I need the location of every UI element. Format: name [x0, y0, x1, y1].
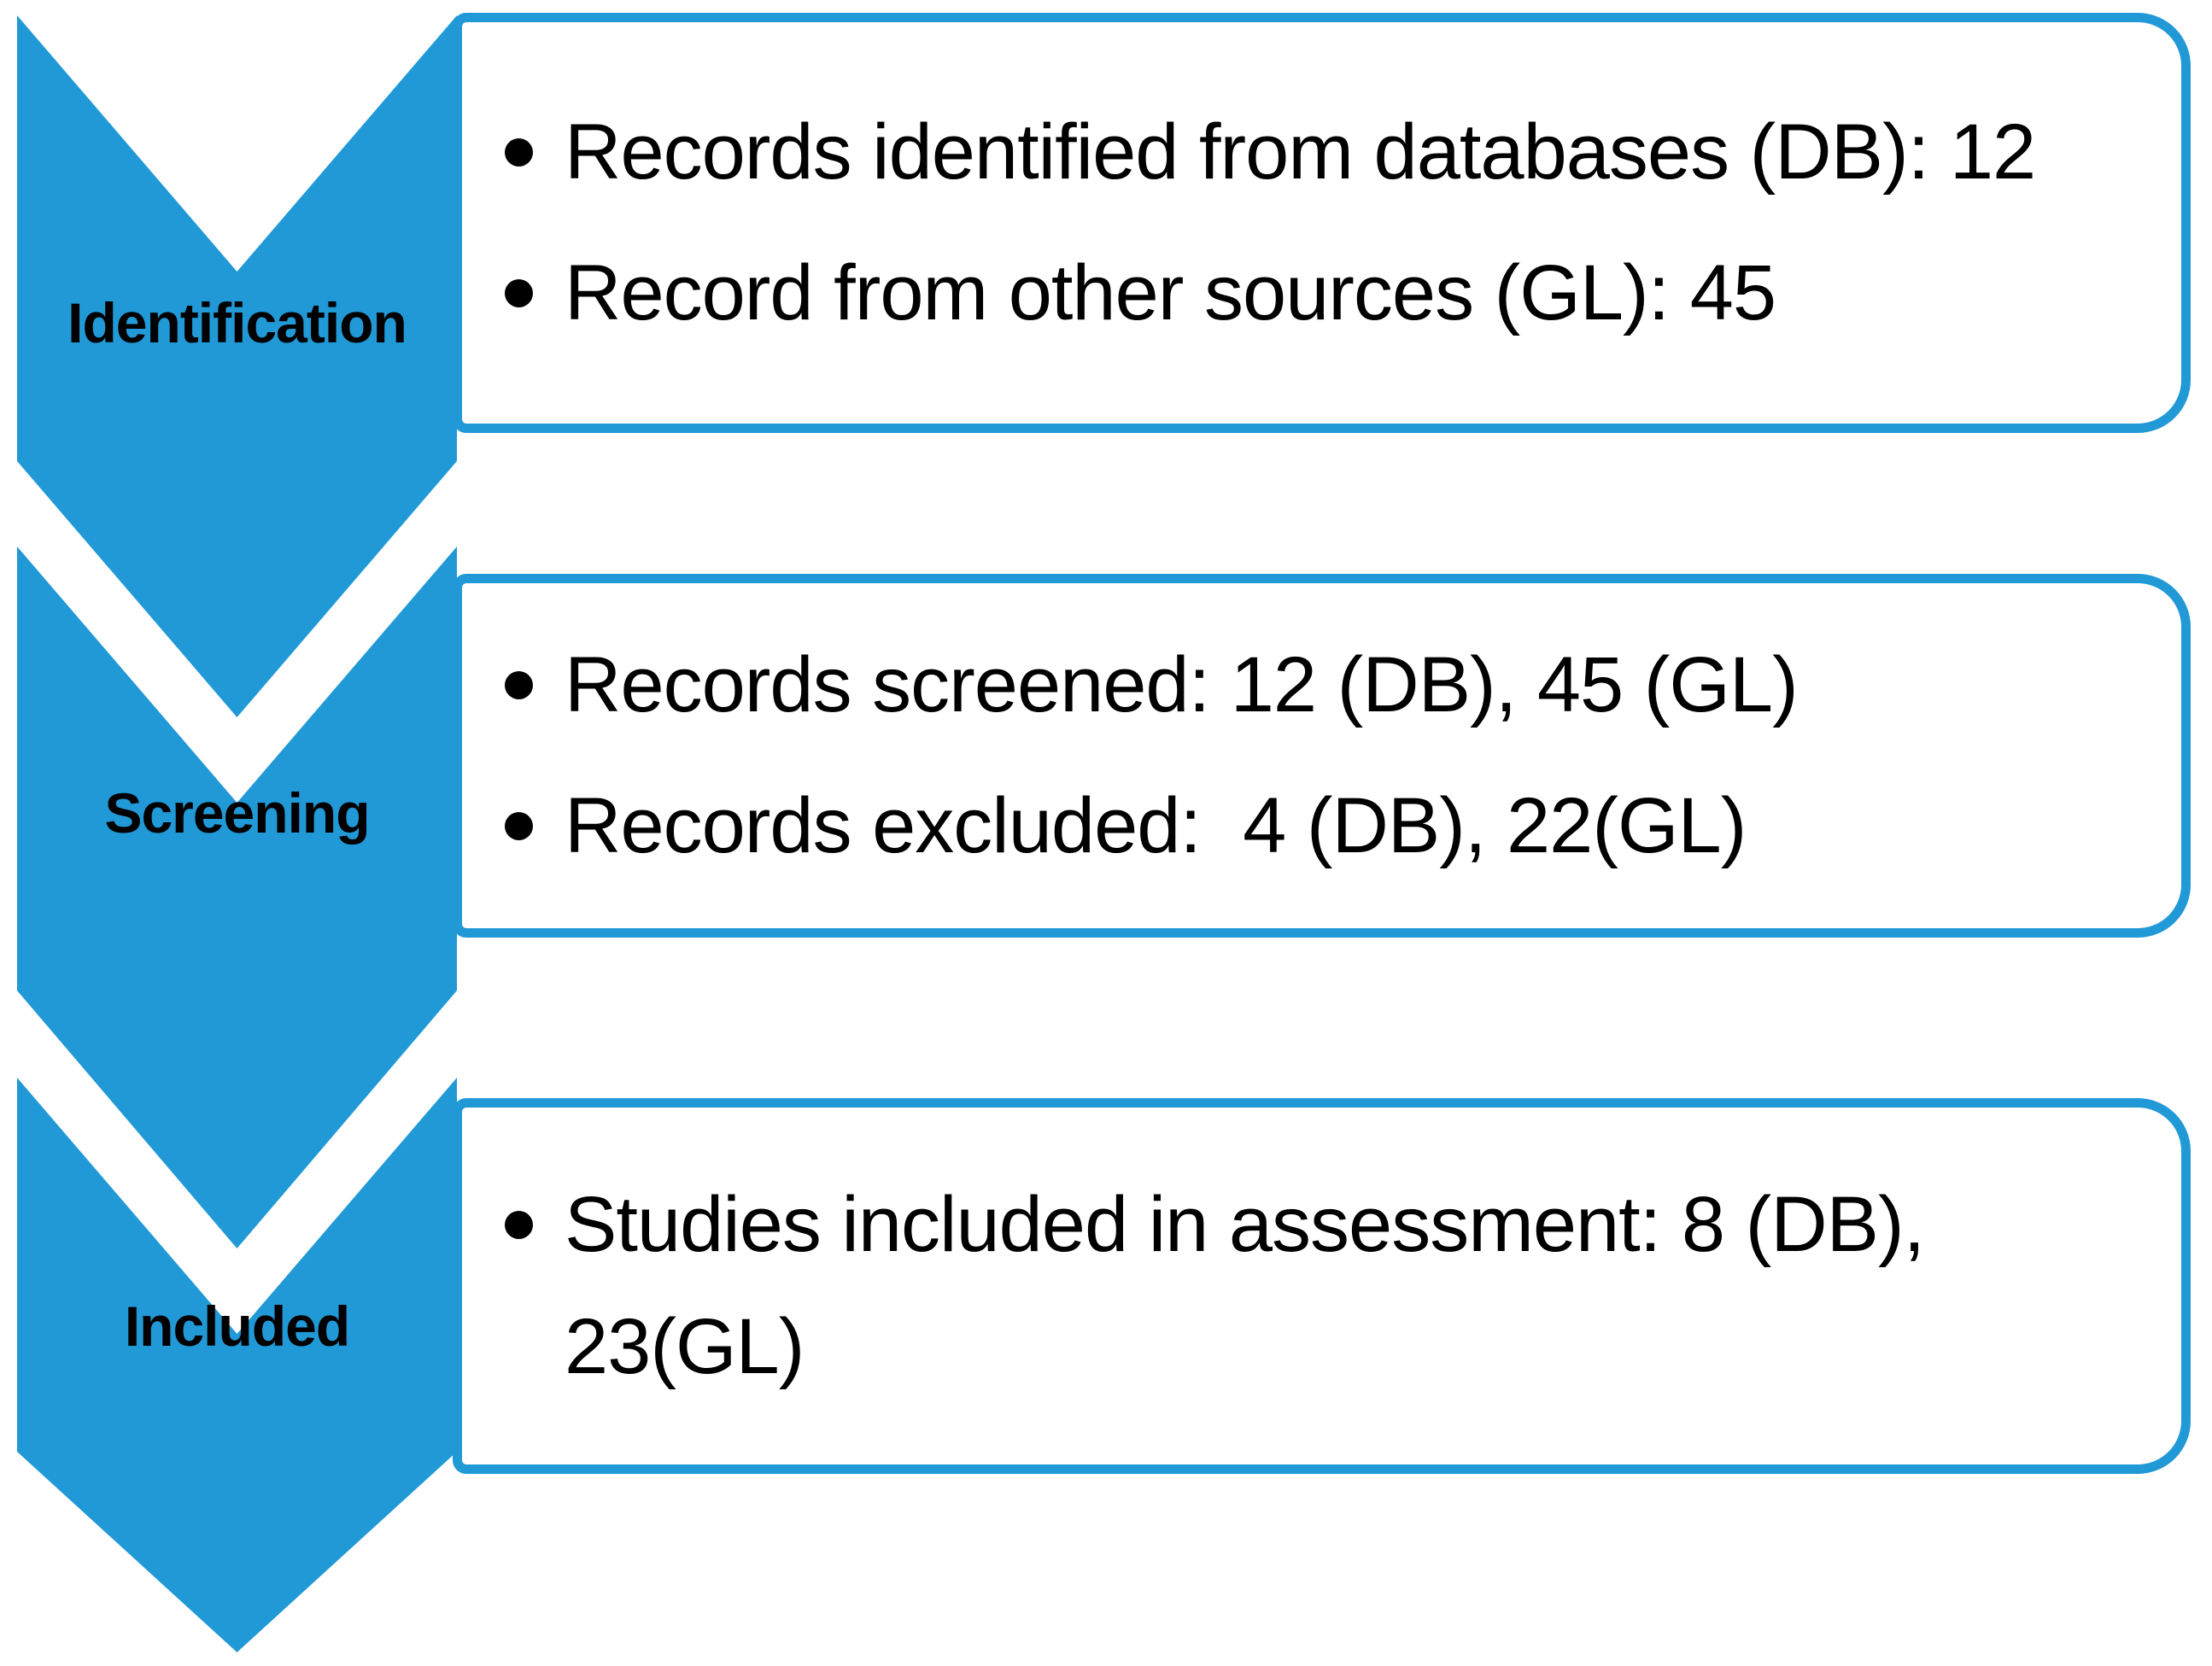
list-item: Records excluded: 4 (DB), 22(GL)	[505, 765, 2181, 887]
bullet-icon	[505, 1164, 565, 1239]
bullet-icon	[505, 624, 565, 699]
bullet-text: Records identified from databases (DB): …	[565, 108, 2036, 196]
included-chevron-icon	[17, 1078, 457, 1652]
list-item: Record from other sources (GL): 45	[505, 232, 2181, 354]
bullet-text: Studies included in assessment: 8 (DB), …	[565, 1181, 1946, 1390]
identification-chevron-icon	[17, 15, 457, 717]
screening-bullet-list: Records screened: 12 (DB), 45 (GL) Recor…	[462, 624, 2181, 886]
screening-chevron-icon	[17, 547, 457, 1248]
bullet-icon	[505, 232, 565, 307]
list-item: Records identified from databases (DB): …	[505, 91, 2181, 213]
bullet-text: Records excluded: 4 (DB), 22(GL)	[565, 782, 1747, 869]
bullet-text: Record from other sources (GL): 45	[565, 249, 1776, 336]
identification-box: Records identified from databases (DB): …	[453, 13, 2191, 433]
list-item: Studies included in assessment: 8 (DB), …	[505, 1164, 2181, 1407]
bullet-icon	[505, 91, 565, 167]
bullet-text: Records screened: 12 (DB), 45 (GL)	[565, 641, 1799, 729]
included-box: Studies included in assessment: 8 (DB), …	[453, 1098, 2191, 1474]
identification-bullet-list: Records identified from databases (DB): …	[462, 91, 2181, 354]
stage-label-identification: Identification	[67, 291, 407, 354]
list-item: Records screened: 12 (DB), 45 (GL)	[505, 624, 2181, 746]
bullet-icon	[505, 765, 565, 840]
stage-label-screening: Screening	[104, 781, 370, 845]
stage-label-included: Included	[124, 1295, 350, 1358]
included-bullet-list: Studies included in assessment: 8 (DB), …	[462, 1164, 2181, 1407]
screening-box: Records screened: 12 (DB), 45 (GL) Recor…	[453, 574, 2191, 938]
